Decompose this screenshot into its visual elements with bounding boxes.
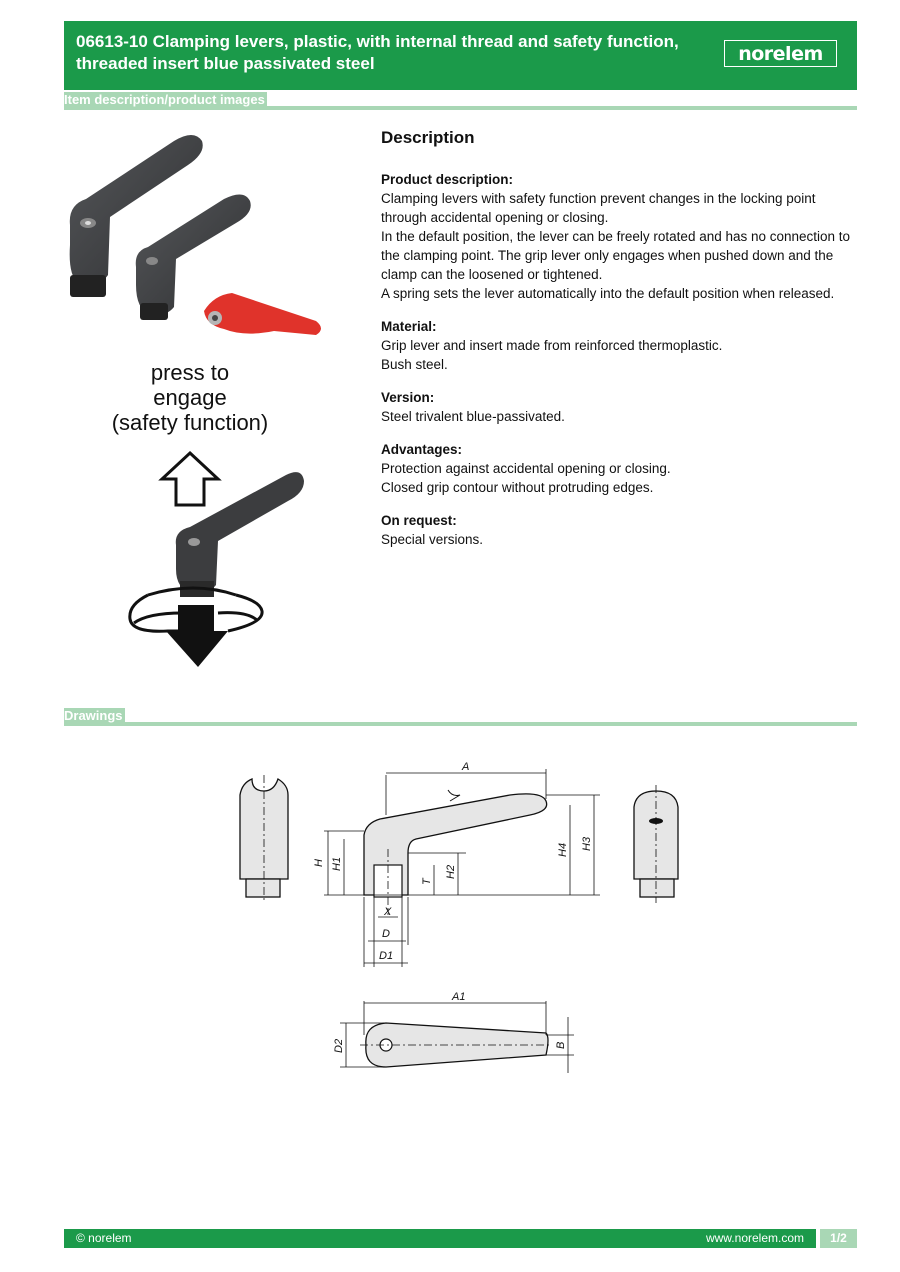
dim-label-T: T: [421, 877, 433, 885]
dim-label-H3: H3: [581, 836, 593, 851]
page-number: 1/2: [820, 1229, 857, 1248]
dim-label-A: A: [461, 761, 469, 773]
description-heading: Description: [381, 128, 475, 147]
section-label-drawings: Drawings: [64, 708, 125, 724]
dim-label-H4: H4: [557, 843, 569, 857]
dim-label-D1: D1: [379, 950, 393, 962]
dim-label-X: X: [383, 906, 392, 918]
dim-label-A1: A1: [451, 991, 465, 1003]
dim-label-B: B: [555, 1042, 567, 1049]
document-title: 06613-10 Clamping levers, plastic, with …: [76, 32, 679, 73]
block-version: Version: Steel trivalent blue-passivated…: [381, 390, 565, 424]
document-footer: © norelem www.norelem.com 1/2: [64, 1229, 857, 1248]
product-photo: [69, 135, 321, 335]
dim-label-D: D: [382, 928, 390, 940]
turn-down-arrow-icon: [166, 605, 228, 667]
footer-url-link[interactable]: www.norelem.com: [705, 1231, 804, 1245]
block-on-request: On request: Special versions.: [381, 513, 484, 547]
section-bar-images: Item description/product images: [64, 92, 857, 110]
block-material: Material: Grip lever and insert made fro…: [381, 319, 723, 372]
dim-label-H1: H1: [331, 857, 343, 871]
dim-label-H2: H2: [445, 865, 457, 879]
footer-copyright: © norelem: [76, 1231, 132, 1245]
dim-label-D2: D2: [333, 1039, 345, 1053]
norelem-logo: norelem: [724, 40, 837, 67]
dim-label-H: H: [313, 859, 325, 867]
block-product-description: Product description: Clamping levers wit…: [381, 172, 851, 301]
document-header: 06613-10 Clamping levers, plastic, with …: [64, 21, 857, 90]
safety-function-caption: press to engage (safety function): [111, 360, 269, 435]
press-up-arrow-icon: [158, 450, 222, 507]
section-bar-drawings: Drawings: [64, 708, 857, 726]
safety-function-illustration: [128, 450, 304, 667]
block-advantages: Advantages: Protection against accidenta…: [381, 442, 671, 495]
description-panel: Description Product description: Clampin…: [381, 128, 851, 563]
section-label-images: Item description/product images: [64, 92, 267, 108]
technical-drawing: A A1 H H1 H2 T H4 H3 X D D1 D2 B: [239, 761, 679, 1073]
